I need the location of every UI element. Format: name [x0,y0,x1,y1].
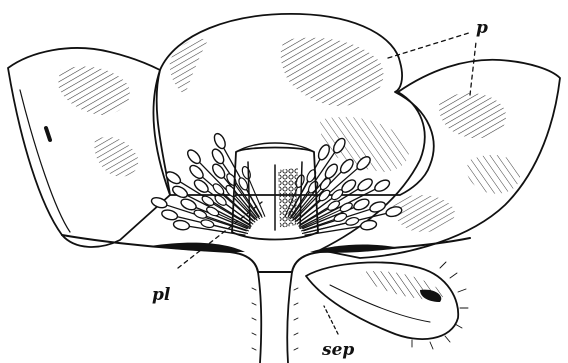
stamen-anther [225,172,238,187]
left-petal [8,48,170,247]
stamen-anther [369,200,387,214]
placenta-label: pl [152,285,171,305]
stamen-anther [192,178,210,195]
sepal-leader-line [324,306,338,334]
stamen-anther [339,201,354,213]
petal-leader-line-1 [388,32,472,58]
petal-leader-line-2 [470,42,476,95]
stamen-anther [360,219,377,231]
stamen-anther [212,132,227,150]
stamen-anther [210,147,226,165]
stamen-anther [193,209,208,220]
stamen-anther [319,177,333,192]
stamen-anther [211,182,225,196]
receptacle [62,235,470,272]
stamen-anther [201,194,216,207]
stamen-anther [333,212,348,223]
stamen-anther [345,216,359,226]
stamen-anther [173,219,190,231]
sepal [306,262,468,349]
stem [252,272,298,363]
stamen-anther [373,178,391,194]
petal-label: p [476,18,488,38]
stamen-anther [161,208,179,221]
ovules [278,168,298,228]
stamen-anther [316,143,331,161]
sepal-label: sep [321,340,354,360]
